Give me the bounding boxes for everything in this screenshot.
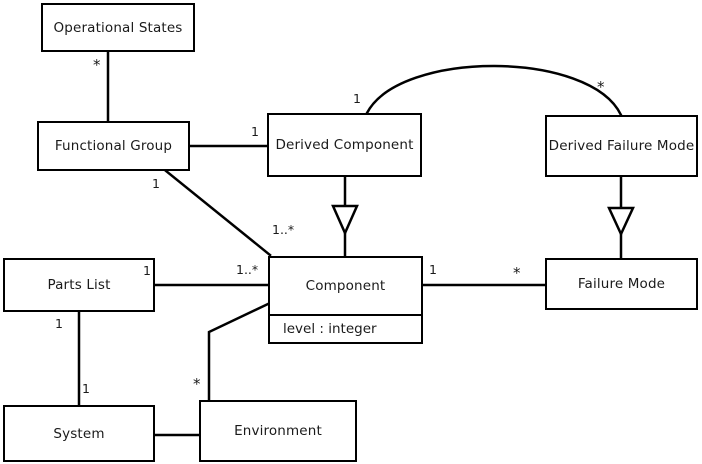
- multiplicity-derived-failure-mode-derived-component: *: [597, 78, 605, 96]
- generalization-triangle-component: [331, 204, 359, 237]
- class-name-functional-group: Functional Group: [54, 138, 173, 154]
- edge-derived-component-derived-failure-mode: [365, 64, 623, 117]
- class-name-derived-component: Derived Component: [275, 137, 414, 153]
- multiplicity-system-parts-list: 1: [82, 381, 90, 396]
- class-name-derived-failure-mode: Derived Failure Mode: [548, 138, 695, 154]
- class-box-derived-failure-mode[interactable]: Derived Failure Mode: [545, 115, 698, 177]
- multiplicity-functional-group-component: 1: [152, 176, 160, 191]
- class-name-environment: Environment: [234, 423, 322, 439]
- multiplicity-functional-group-derived-component: 1: [251, 124, 259, 139]
- multiplicity-component-parts-list: 1..*: [236, 262, 259, 277]
- multiplicity-component-functional-group: 1..*: [272, 222, 295, 237]
- multiplicity-failure-mode-component: *: [513, 264, 521, 282]
- multiplicity-operational-states-functional-group: *: [93, 56, 101, 74]
- edge-environment-component: [207, 301, 272, 402]
- multiplicity-parts-list-system: 1: [55, 316, 63, 331]
- class-box-operational-states[interactable]: Operational States: [41, 3, 195, 52]
- class-box-environment[interactable]: Environment: [199, 400, 357, 462]
- class-box-parts-list[interactable]: Parts List: [3, 258, 155, 312]
- multiplicity-component-failure-mode: 1: [429, 262, 437, 277]
- edge-functional-group-component: [164, 169, 272, 257]
- class-box-functional-group[interactable]: Functional Group: [37, 121, 190, 171]
- class-attribute-component-level: level : integer: [270, 314, 421, 342]
- class-box-system[interactable]: System: [3, 405, 155, 462]
- class-box-derived-component[interactable]: Derived Component: [267, 113, 422, 177]
- multiplicity-parts-list-component: 1: [143, 263, 151, 278]
- class-name-component: Component: [305, 278, 386, 294]
- class-name-parts-list: Parts List: [47, 277, 111, 293]
- class-name-system: System: [53, 425, 105, 442]
- generalization-triangle-failure-mode: [607, 206, 635, 237]
- class-box-failure-mode[interactable]: Failure Mode: [545, 258, 698, 310]
- multiplicity-derived-component-derived-failure-mode: 1: [353, 91, 361, 106]
- class-name-operational-states: Operational States: [53, 19, 183, 36]
- class-box-component[interactable]: Component level : integer: [268, 256, 423, 344]
- multiplicity-environment-component: *: [193, 375, 201, 393]
- class-name-failure-mode: Failure Mode: [577, 276, 666, 292]
